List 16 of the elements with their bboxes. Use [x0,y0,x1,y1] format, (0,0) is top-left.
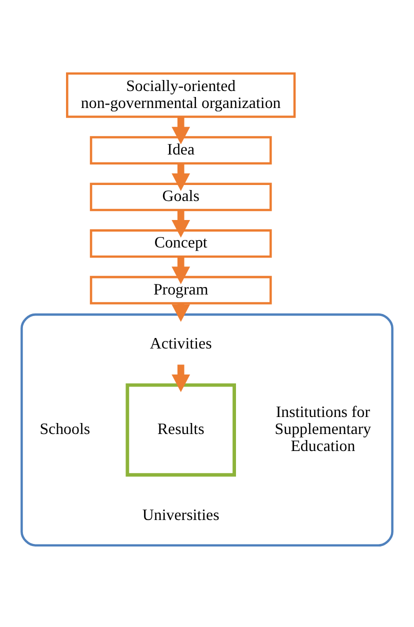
arrow [172,364,190,392]
arrow [172,163,190,190]
node-text: Universities [142,506,220,524]
arrow [172,256,190,284]
cluster [20,312,394,546]
node-box: Program [90,275,272,304]
arrow [172,116,190,144]
arrow [172,210,190,238]
node-box: Idea [90,136,272,164]
node-box: Results [126,382,236,476]
node-box: Goals [90,182,272,211]
node-text: Schools [40,420,90,438]
node-text: Institutions for Supplementary Education [274,404,372,455]
node-box: Concept [90,228,272,258]
node-text: Activities [150,334,212,352]
node-box: Socially-oriented non-governmental organization [66,72,296,118]
